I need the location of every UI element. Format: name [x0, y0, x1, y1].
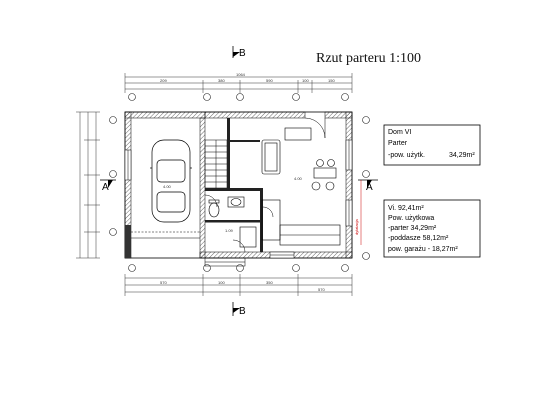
info-box-area-summary: Vi. 92,41m² Pow. użytkowa -parter 34,29m…	[383, 199, 481, 258]
entrance-steps	[204, 257, 246, 267]
svg-text:570: 570	[160, 280, 167, 285]
bottom-dimension-chain	[124, 274, 353, 296]
svg-text:A: A	[366, 182, 373, 193]
svg-text:1064: 1064	[236, 72, 246, 77]
top-axis-markers	[128, 93, 349, 101]
info-box-ground-floor: Dom VI Parter -pow. użytk. 34,29m²	[383, 124, 481, 166]
top-dimension-chain	[124, 73, 353, 93]
stairs	[204, 139, 228, 189]
svg-text:Parter: Parter	[388, 140, 408, 147]
living-label: 4.00	[294, 176, 303, 181]
external-walls	[124, 111, 353, 259]
side-axis-markers	[109, 116, 370, 260]
section-mark-top: B	[232, 46, 246, 59]
svg-text:100: 100	[218, 280, 225, 285]
svg-text:B: B	[239, 306, 246, 317]
svg-text:Pow. użytkowa: Pow. użytkowa	[388, 215, 434, 222]
dilatation-note: dylatacja	[354, 180, 362, 245]
door-swings	[204, 117, 326, 253]
svg-text:A: A	[102, 182, 109, 193]
svg-text:350: 350	[266, 280, 273, 285]
svg-text:150: 150	[328, 78, 335, 83]
garage-label: 4.00	[163, 184, 172, 189]
svg-text:100: 100	[302, 78, 309, 83]
svg-text:209: 209	[160, 78, 167, 83]
bottom-dimension-labels: 570 100 350 570	[160, 280, 325, 292]
bottom-axis-markers	[128, 264, 349, 272]
svg-text:dylatacja: dylatacja	[354, 218, 359, 235]
svg-text:-poddasze 58,12m²: -poddasze 58,12m²	[388, 235, 449, 242]
svg-text:Dom VI: Dom VI	[388, 129, 411, 136]
wc-label: 1.09	[225, 228, 234, 233]
section-mark-left: A	[100, 179, 116, 193]
living-room-furniture	[261, 127, 341, 246]
svg-text:Vi. 92,41m²: Vi. 92,41m²	[388, 205, 424, 212]
svg-text:B: B	[239, 48, 246, 59]
svg-text:34,29m²: 34,29m²	[449, 152, 475, 159]
svg-text:380: 380	[218, 78, 225, 83]
svg-text:-parter 34,29m²: -parter 34,29m²	[388, 225, 437, 232]
left-dimension-chain	[76, 111, 100, 259]
svg-text:570: 570	[318, 287, 325, 292]
svg-text:pow. garażu - 18,27m²: pow. garażu - 18,27m²	[388, 246, 458, 253]
svg-text:-pow. użytk.: -pow. użytk.	[388, 152, 425, 159]
svg-text:590: 590	[266, 78, 273, 83]
car-symbol	[150, 139, 192, 223]
wc-fixtures	[208, 196, 257, 248]
top-dimension-labels: 1064 209 380 590 100 150	[160, 72, 335, 83]
partition-walls	[205, 118, 263, 252]
section-mark-right: A	[358, 179, 378, 193]
drawing-title: Rzut parteru 1:100	[316, 51, 421, 66]
windows	[124, 139, 353, 259]
section-mark-bottom: B	[232, 302, 246, 317]
